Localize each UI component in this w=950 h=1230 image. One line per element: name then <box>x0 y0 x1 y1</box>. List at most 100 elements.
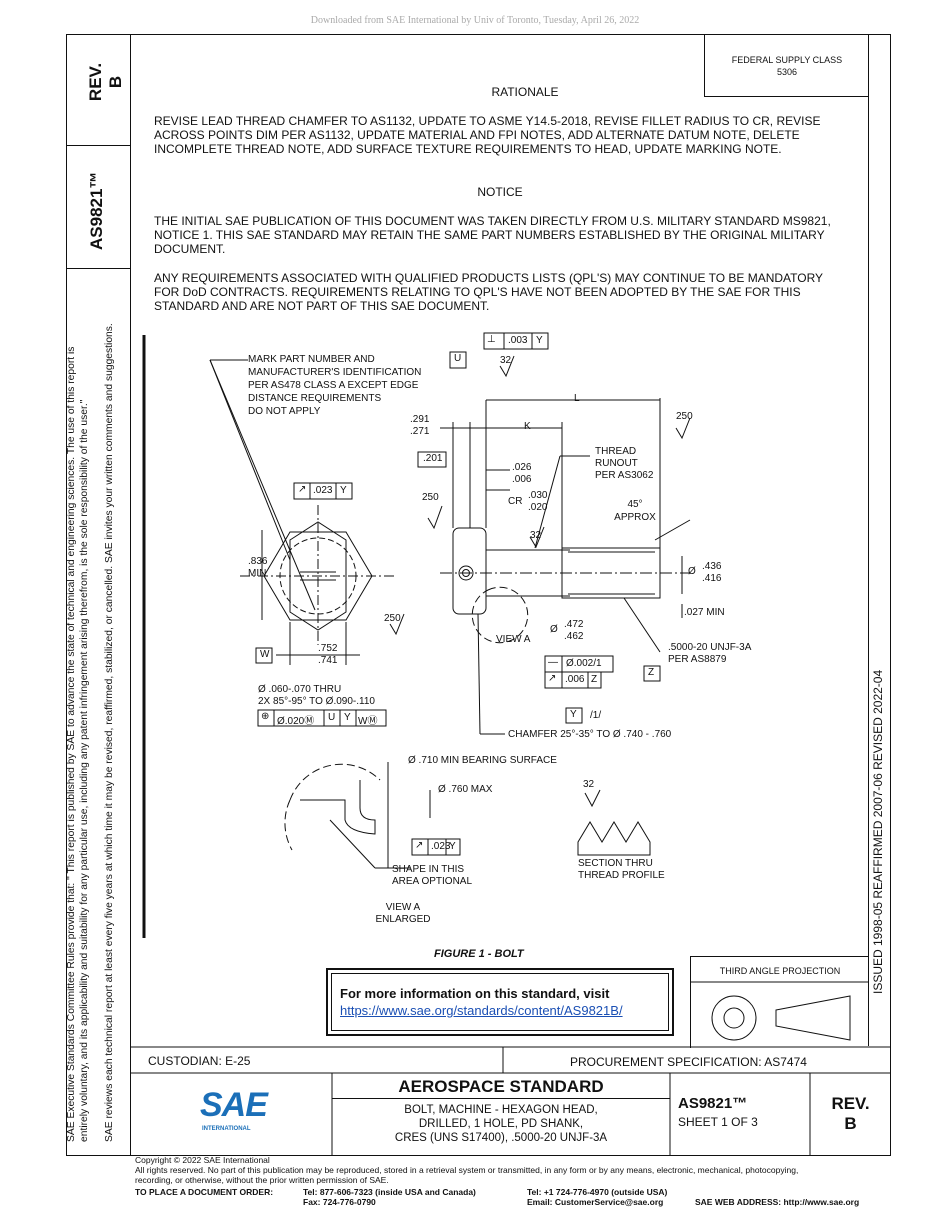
federal-supply-class: FEDERAL SUPPLY CLASS 5306 <box>704 34 869 97</box>
title-rev: REV.B <box>831 1094 870 1133</box>
procurement-spec: PROCUREMENT SPECIFICATION: AS7474 <box>570 1055 807 1069</box>
dim-201-box <box>417 451 447 468</box>
datum-y-label: Y <box>570 709 577 720</box>
fcf-hole-4: WⓂ <box>358 716 378 727</box>
runout-arrow-1: ↗ <box>298 484 307 495</box>
dia-436-416: .436.416 <box>702 561 722 584</box>
notice-p2: ANY REQUIREMENTS ASSOCIATED WITH QUALIFI… <box>154 271 823 313</box>
view-a-circle <box>471 586 529 644</box>
projection-circle <box>711 995 757 1041</box>
notice-p1: THE INITIAL SAE PUBLICATION OF THIS DOCU… <box>154 214 831 256</box>
finish-250-hex: 250 <box>384 613 401 624</box>
fcf-023-lower-datum: Y <box>449 841 456 852</box>
datum-u-box <box>449 351 467 369</box>
fcf-023-lower <box>411 838 461 856</box>
datum-u-label: U <box>454 353 462 364</box>
finish-32-shank: 32 <box>530 530 542 541</box>
datum-y-box <box>565 707 583 724</box>
dim-026-006: .026.006 <box>512 462 532 485</box>
fcf-006-value: .006 <box>565 674 585 685</box>
fcf-006-box <box>544 671 602 689</box>
runout-arrow-2: ↗ <box>548 673 557 684</box>
title-doc-number: AS9821™ <box>678 1095 748 1112</box>
third-angle-box: THIRD ANGLE PROJECTION <box>690 956 869 1048</box>
rationale-text: REVISE LEAD THREAD CHAMFER TO AS1132, UP… <box>154 114 821 156</box>
fcf-top-value: .003 <box>508 335 528 346</box>
rights-text-2: recording, or otherwise, without the pri… <box>135 1175 389 1185</box>
fcf-hole-2: U <box>328 712 336 723</box>
fcf-023-box <box>293 482 353 500</box>
finish-32-thread: 32 <box>583 779 595 790</box>
fcf-top <box>483 332 549 350</box>
dia-symbol-472: Ø <box>550 624 558 635</box>
fax: Fax: 724-776-0790 <box>303 1197 376 1207</box>
web-address[interactable]: SAE WEB ADDRESS: http://www.sae.org <box>695 1197 860 1207</box>
dim-472-462: .472.462 <box>564 619 584 642</box>
view-a-enlarged-arc <box>289 763 381 801</box>
order-label: TO PLACE A DOCUMENT ORDER: <box>135 1187 274 1197</box>
aerospace-standard-title: AEROSPACE STANDARD <box>398 1077 604 1096</box>
fcf-hole-box <box>257 709 387 727</box>
perp-symbol-top: ⊥ <box>487 334 496 345</box>
bearing-note: Ø .710 MIN BEARING SURFACE <box>408 755 557 766</box>
part-description: BOLT, MACHINE - HEXAGON HEAD,DRILLED, 1 … <box>394 1104 608 1144</box>
datum-z-box <box>643 665 661 682</box>
sheet-number: SHEET 1 OF 3 <box>678 1115 758 1129</box>
third-angle-label: THIRD ANGLE PROJECTION <box>719 966 841 976</box>
doc-divider <box>66 268 130 269</box>
email[interactable]: Email: CustomerService@sae.org <box>527 1197 664 1207</box>
position-symbol: ⊕ <box>261 711 270 722</box>
dim-027-min: .027 MIN <box>684 607 725 618</box>
finish-symbol-top <box>499 355 515 378</box>
dim-201-label: .201 <box>423 453 443 464</box>
dim-l-label: L <box>574 393 580 404</box>
bolt-head-side <box>452 527 487 615</box>
dim-030-020: .030.020 <box>528 490 548 513</box>
chamfer-note: CHAMFER 25°-35° TO Ø .740 - .760 <box>508 729 672 740</box>
info-box: For more information on this standard, v… <box>326 968 674 1036</box>
projection-cone <box>775 995 851 1041</box>
dia-760-note: Ø .760 MAX <box>438 784 493 795</box>
cr-label: CR <box>508 496 523 507</box>
hex-head-outline <box>289 521 347 631</box>
fcf-023-value: .023 <box>313 485 333 496</box>
custodian: CUSTODIAN: E-25 <box>148 1054 251 1068</box>
fsc-label: FEDERAL SUPPLY CLASS <box>731 55 843 65</box>
y-note: /1/ <box>590 710 602 721</box>
finish-32-top: 32 <box>500 355 512 366</box>
copyright: Copyright © 2022 SAE International <box>135 1155 270 1165</box>
fcf-top-datum: Y <box>536 335 543 346</box>
notice-heading: NOTICE <box>477 185 523 199</box>
thread-spec-leader <box>623 597 661 653</box>
chamfer-leader <box>477 613 481 735</box>
view-a-enlarged-profile <box>300 780 376 835</box>
fsc-value: 5306 <box>776 67 798 77</box>
drilled-hole <box>458 565 474 581</box>
dim-752-741: .752.741 <box>318 643 338 666</box>
title-divider <box>332 1098 670 1099</box>
fcf-023-lower-value: .023 <box>431 841 451 852</box>
view-a-label: VIEW A <box>496 634 531 645</box>
fcf-023-datum: Y <box>340 485 347 496</box>
thread-profile <box>577 821 651 856</box>
dim-291-271: .291.271 <box>410 414 430 437</box>
runout-arrow-3: ↗ <box>415 840 424 851</box>
datum-w-box <box>255 647 273 664</box>
sae-logo-text: SAE <box>200 1086 268 1124</box>
sae-logo-sub: INTERNATIONAL <box>202 1126 251 1132</box>
left-strip-divider <box>130 34 131 1156</box>
standard-link[interactable]: https://www.sae.org/standards/content/AS… <box>340 1003 623 1018</box>
download-line: Downloaded from SAE International by Uni… <box>310 15 640 26</box>
profile-symbol: — <box>548 657 558 668</box>
info-text: For more information on this standard, v… <box>340 986 610 1001</box>
mark-leader-1 <box>209 359 316 611</box>
